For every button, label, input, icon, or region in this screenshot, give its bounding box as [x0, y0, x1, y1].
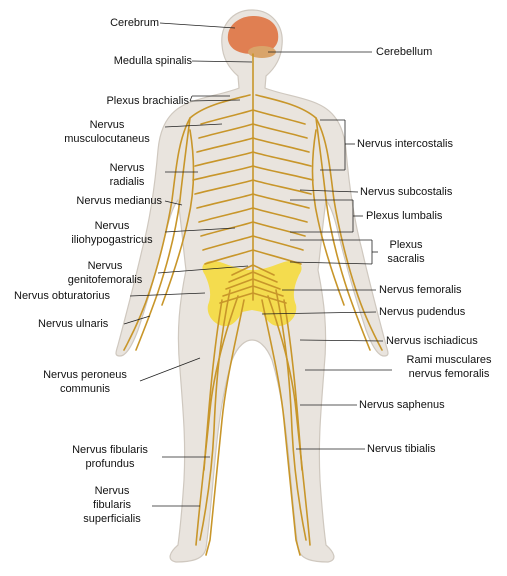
label-line: Nervus — [92, 161, 162, 175]
label-nervus-fibularis-superficialis: Nervus fibularis superficialis — [72, 484, 152, 526]
label-nervus-obturatorius: Nervus obturatorius — [14, 289, 110, 303]
label-line: nervus femoralis — [394, 367, 504, 381]
label-cerebellum: Cerebellum — [376, 45, 432, 59]
label-nervus-pudendus: Nervus pudendus — [379, 305, 465, 319]
leader-line — [160, 23, 235, 28]
label-medulla-spinalis: Medulla spinalis — [114, 54, 192, 68]
label-line: sacralis — [380, 252, 432, 266]
label-line: profundus — [55, 457, 165, 471]
label-cerebrum: Cerebrum — [110, 16, 159, 30]
label-plexus-brachialis: Plexus brachialis — [106, 94, 189, 108]
label-line: musculocutaneus — [52, 132, 162, 146]
label-nervus-iliohypogastricus: Nervus iliohypogastricus — [62, 219, 162, 247]
label-nervus-radialis: Nervus radialis — [92, 161, 162, 189]
label-rami-musculares: Rami musculares nervus femoralis — [394, 353, 504, 381]
label-nervus-subcostalis: Nervus subcostalis — [360, 185, 452, 199]
label-plexus-lumbalis: Plexus lumbalis — [366, 209, 442, 223]
label-line: Nervus — [52, 118, 162, 132]
label-plexus-sacralis: Plexus sacralis — [380, 238, 432, 266]
label-nervus-medianus: Nervus medianus — [76, 194, 162, 208]
label-nervus-femoralis: Nervus femoralis — [379, 283, 462, 297]
label-nervus-genitofemoralis: Nervus genitofemoralis — [55, 259, 155, 287]
label-line: Nervus — [72, 484, 152, 498]
label-nervus-tibialis: Nervus tibialis — [367, 442, 435, 456]
label-nervus-ischiadicus: Nervus ischiadicus — [386, 334, 478, 348]
label-line: superficialis — [72, 512, 152, 526]
label-nervus-intercostalis: Nervus intercostalis — [357, 137, 453, 151]
label-line: Nervus fibularis — [55, 443, 165, 457]
label-line: Rami musculares — [394, 353, 504, 367]
label-line: communis — [30, 382, 140, 396]
label-line: iliohypogastricus — [62, 233, 162, 247]
label-line: genitofemoralis — [55, 273, 155, 287]
label-line: fibularis — [72, 498, 152, 512]
label-line: Plexus — [380, 238, 432, 252]
label-nervus-saphenus: Nervus saphenus — [359, 398, 445, 412]
label-line: Nervus peroneus — [30, 368, 140, 382]
label-line: radialis — [92, 175, 162, 189]
label-nervus-musculocutaneus: Nervus musculocutaneus — [52, 118, 162, 146]
label-nervus-peroneus-communis: Nervus peroneus communis — [30, 368, 140, 396]
label-nervus-ulnaris: Nervus ulnaris — [38, 317, 108, 331]
label-line: Nervus — [62, 219, 162, 233]
leader-line — [190, 96, 192, 101]
label-line: Nervus — [55, 259, 155, 273]
label-nervus-fibularis-profundus: Nervus fibularis profundus — [55, 443, 165, 471]
